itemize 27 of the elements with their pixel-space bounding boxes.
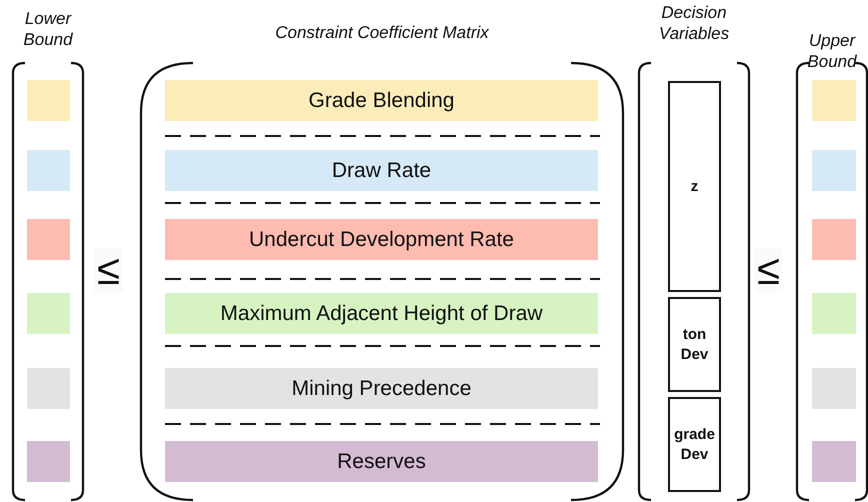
constraint-row: Draw Rate — [165, 150, 598, 191]
bracket-heading: Constraint Coefficient Matrix — [274, 22, 490, 43]
bracket-heading: Lower Bound — [22, 8, 74, 50]
color-swatch — [27, 219, 70, 260]
inequality-sign: ≤ — [754, 248, 784, 292]
color-swatch — [812, 368, 856, 409]
color-swatch — [812, 80, 856, 121]
color-swatch — [27, 441, 70, 482]
constraint-row: Reserves — [165, 441, 598, 482]
color-swatch — [27, 150, 70, 191]
color-swatch — [27, 80, 70, 121]
constraint-row: Grade Blending — [165, 80, 598, 121]
bracket-heading: Upper Bound — [806, 30, 858, 72]
variable-box: z — [668, 81, 721, 292]
variable-box: grade Dev — [668, 397, 721, 492]
color-swatch — [812, 293, 856, 334]
bracket-heading: Decision Variables — [658, 2, 730, 44]
color-swatch — [812, 150, 856, 191]
color-swatch — [27, 368, 70, 409]
constraint-row: Mining Precedence — [165, 368, 598, 409]
variable-box: ton Dev — [668, 297, 721, 392]
color-swatch — [27, 293, 70, 334]
constraint-row: Maximum Adjacent Height of Draw — [165, 293, 598, 334]
constraint-row: Undercut Development Rate — [165, 219, 598, 260]
inequality-sign: ≤ — [94, 248, 124, 292]
color-swatch — [812, 219, 856, 260]
color-swatch — [812, 441, 856, 482]
